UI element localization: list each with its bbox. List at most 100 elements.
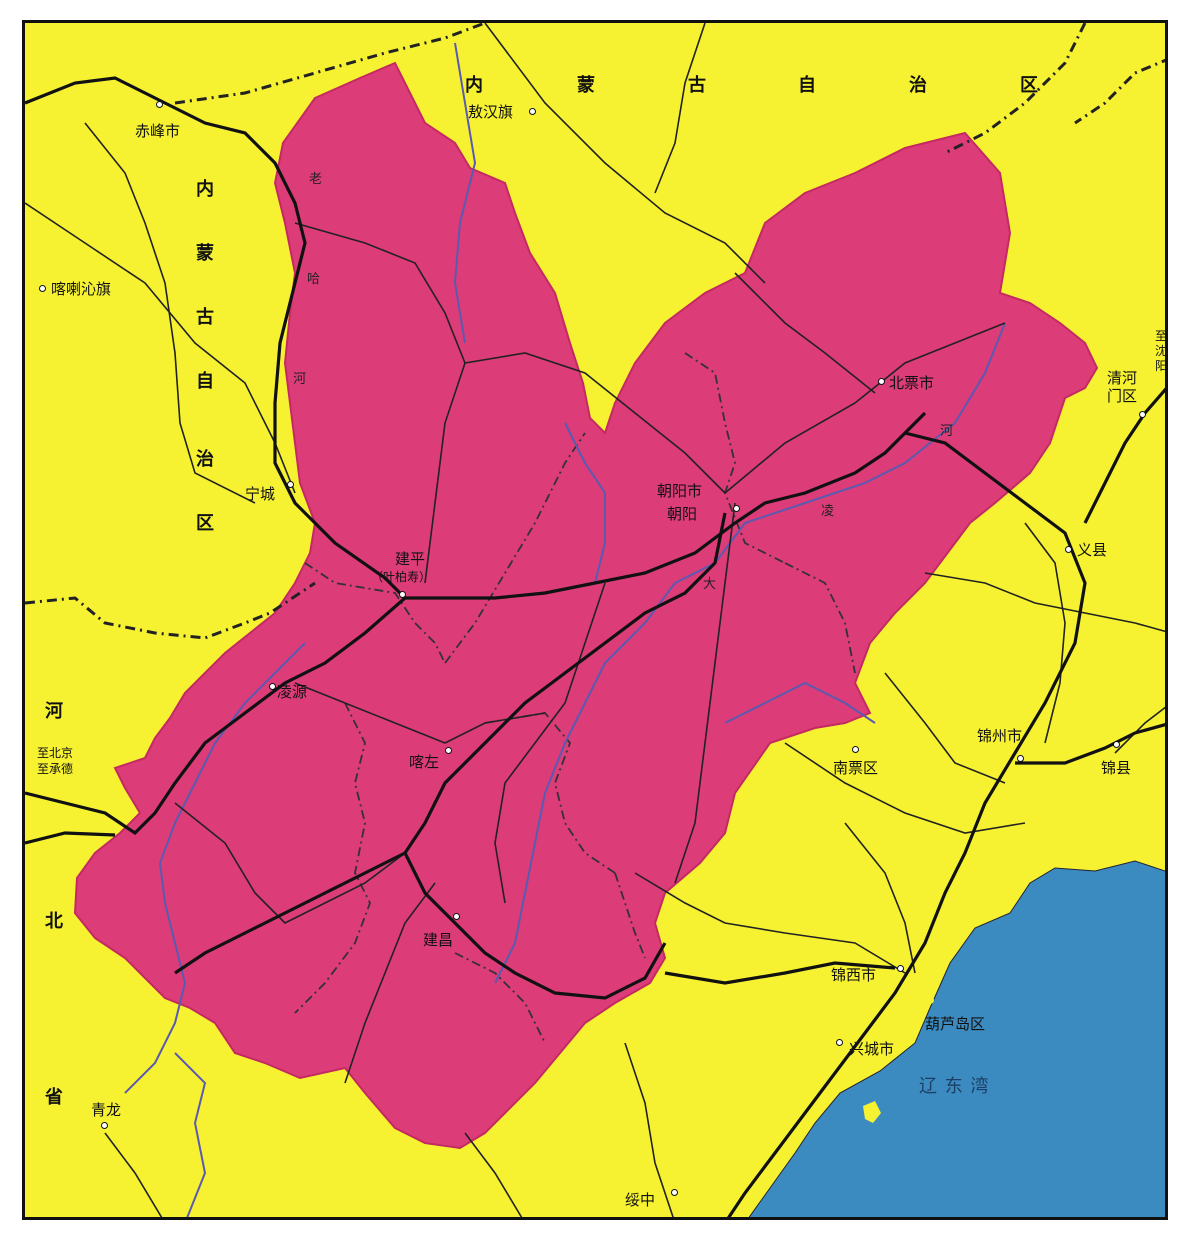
- region-label-inner-mongolia-left: 内 蒙 古 自 治 区: [195, 181, 215, 533]
- city-dot-jinzhou: [1017, 755, 1024, 762]
- city-label-aohan: 敖汉旗: [468, 103, 514, 121]
- road: [424, 362, 466, 584]
- city-dot-qinghemen: [1139, 411, 1146, 418]
- road: [654, 23, 706, 194]
- city-label-jinzhou: 锦州市: [977, 727, 1023, 745]
- city-label-lingyuan: 凌源: [277, 683, 308, 701]
- region-label-hebei-1: 河: [45, 701, 63, 722]
- railway: [174, 851, 406, 975]
- city-dot-jianchang: [453, 913, 460, 920]
- city-dot-jinxi: [897, 965, 904, 972]
- river: [494, 322, 1006, 984]
- river: [174, 1052, 207, 1217]
- road: [674, 502, 736, 884]
- city-label-suizhong: 绥中: [625, 1191, 656, 1209]
- county-boundary: [614, 872, 646, 959]
- city-label-jinxian: 锦县: [1101, 759, 1132, 777]
- city-dot-harqin: [39, 285, 46, 292]
- region-label-inner-mongolia-top-6: 区: [1020, 75, 1038, 96]
- road: [844, 822, 916, 974]
- railway: [25, 76, 927, 600]
- railway: [403, 512, 727, 1000]
- road: [174, 802, 406, 924]
- road: [294, 222, 726, 494]
- railway: [1083, 387, 1165, 524]
- city-label-jianchang: 建昌: [423, 931, 454, 949]
- label-char: 内: [196, 179, 214, 200]
- city-sublabel-jianping: （叶柏寿）: [371, 570, 432, 584]
- city-label-qinglong: 青龙: [91, 1101, 122, 1119]
- region-label-inner-mongolia-top-3: 古: [688, 75, 706, 96]
- region-label-hebei-2: 北: [45, 911, 63, 932]
- city-label-harqin: 喀喇沁旗: [51, 280, 112, 298]
- road: [1114, 706, 1165, 754]
- city-dot-kazuo: [445, 747, 452, 754]
- road: [344, 882, 436, 1084]
- road: [1024, 522, 1066, 744]
- map-canvas: [25, 23, 1165, 1217]
- boundary-line: [174, 23, 486, 105]
- road: [294, 682, 546, 744]
- city-dot-ningcheng: [287, 481, 294, 488]
- city-dot-beipiao: [878, 378, 885, 385]
- city-dot-chifeng: [156, 101, 163, 108]
- river-label-laoha-1: 老: [309, 172, 323, 187]
- city-dot-jianping: [399, 591, 406, 598]
- city-label-qinghemen: 清河 门区: [1107, 369, 1138, 405]
- city-label-kazuo: 喀左: [409, 753, 440, 771]
- county-boundary: [784, 562, 856, 674]
- river-label-daling-3: 河: [940, 424, 954, 439]
- city-dot-aohan: [529, 108, 536, 115]
- road: [84, 122, 256, 504]
- river-label-laoha-2: 哈: [307, 272, 321, 287]
- region-label-inner-mongolia-top-4: 自: [798, 75, 816, 96]
- river-label-daling-1: 大: [703, 577, 717, 592]
- railway: [664, 961, 896, 985]
- region-label-inner-mongolia-top-2: 蒙: [577, 75, 595, 96]
- city-label-chaoyang: 朝阳: [667, 505, 698, 523]
- railway: [25, 596, 407, 836]
- city-dot-nanpiao: [852, 746, 859, 753]
- sea-label-liaodong-bay: 辽 东 湾: [919, 1076, 990, 1097]
- river: [453, 42, 477, 344]
- river-label-daling-2: 凌: [821, 504, 835, 519]
- city-dot-qinglong: [101, 1122, 108, 1129]
- city-label-chifeng: 赤峰市: [135, 122, 181, 140]
- river: [564, 422, 606, 584]
- road: [634, 872, 906, 974]
- city-label-ningcheng: 宁城: [245, 485, 276, 503]
- railway: [727, 431, 1087, 1217]
- city-label-jianping: 建平: [395, 550, 426, 568]
- road: [924, 572, 1165, 633]
- region-label-hebei-3: 省: [45, 1087, 63, 1108]
- chaoyang-region: [73, 61, 1099, 1150]
- county-boundary: [294, 702, 371, 1014]
- boundary-line: [944, 23, 1087, 155]
- city-dot-xingcheng: [836, 1039, 843, 1046]
- county-boundary: [684, 352, 786, 564]
- label-char: 古: [196, 307, 214, 328]
- county-boundary: [454, 952, 546, 1044]
- boundary-line: [1074, 58, 1165, 125]
- river: [724, 681, 876, 724]
- city-label-huludao: 葫芦岛区: [925, 1015, 986, 1033]
- city-dot-jinxian: [1113, 741, 1120, 748]
- county-boundary: [304, 562, 446, 664]
- label-char: 区: [196, 513, 214, 534]
- road: [494, 582, 606, 904]
- road: [784, 742, 1026, 834]
- road: [884, 672, 1006, 784]
- region-label-inner-mongolia-top-1: 内: [465, 75, 483, 96]
- road: [464, 1132, 523, 1217]
- railway: [1015, 723, 1165, 765]
- road: [734, 272, 876, 394]
- city-dot-yixian: [1065, 546, 1072, 553]
- map-frame: 内 蒙 古 自 治 区 内 蒙 古 自 治 区 河 北 省 老 哈 河 大 凌 …: [22, 20, 1168, 1220]
- river: [124, 642, 306, 1094]
- label-char: 蒙: [196, 243, 214, 264]
- road: [25, 202, 296, 494]
- city-label-beipiao: 北票市: [889, 374, 935, 392]
- city-label-yixian: 义县: [1077, 541, 1108, 559]
- city-label-chaoyang-city: 朝阳市: [657, 482, 703, 500]
- island: [863, 1101, 881, 1123]
